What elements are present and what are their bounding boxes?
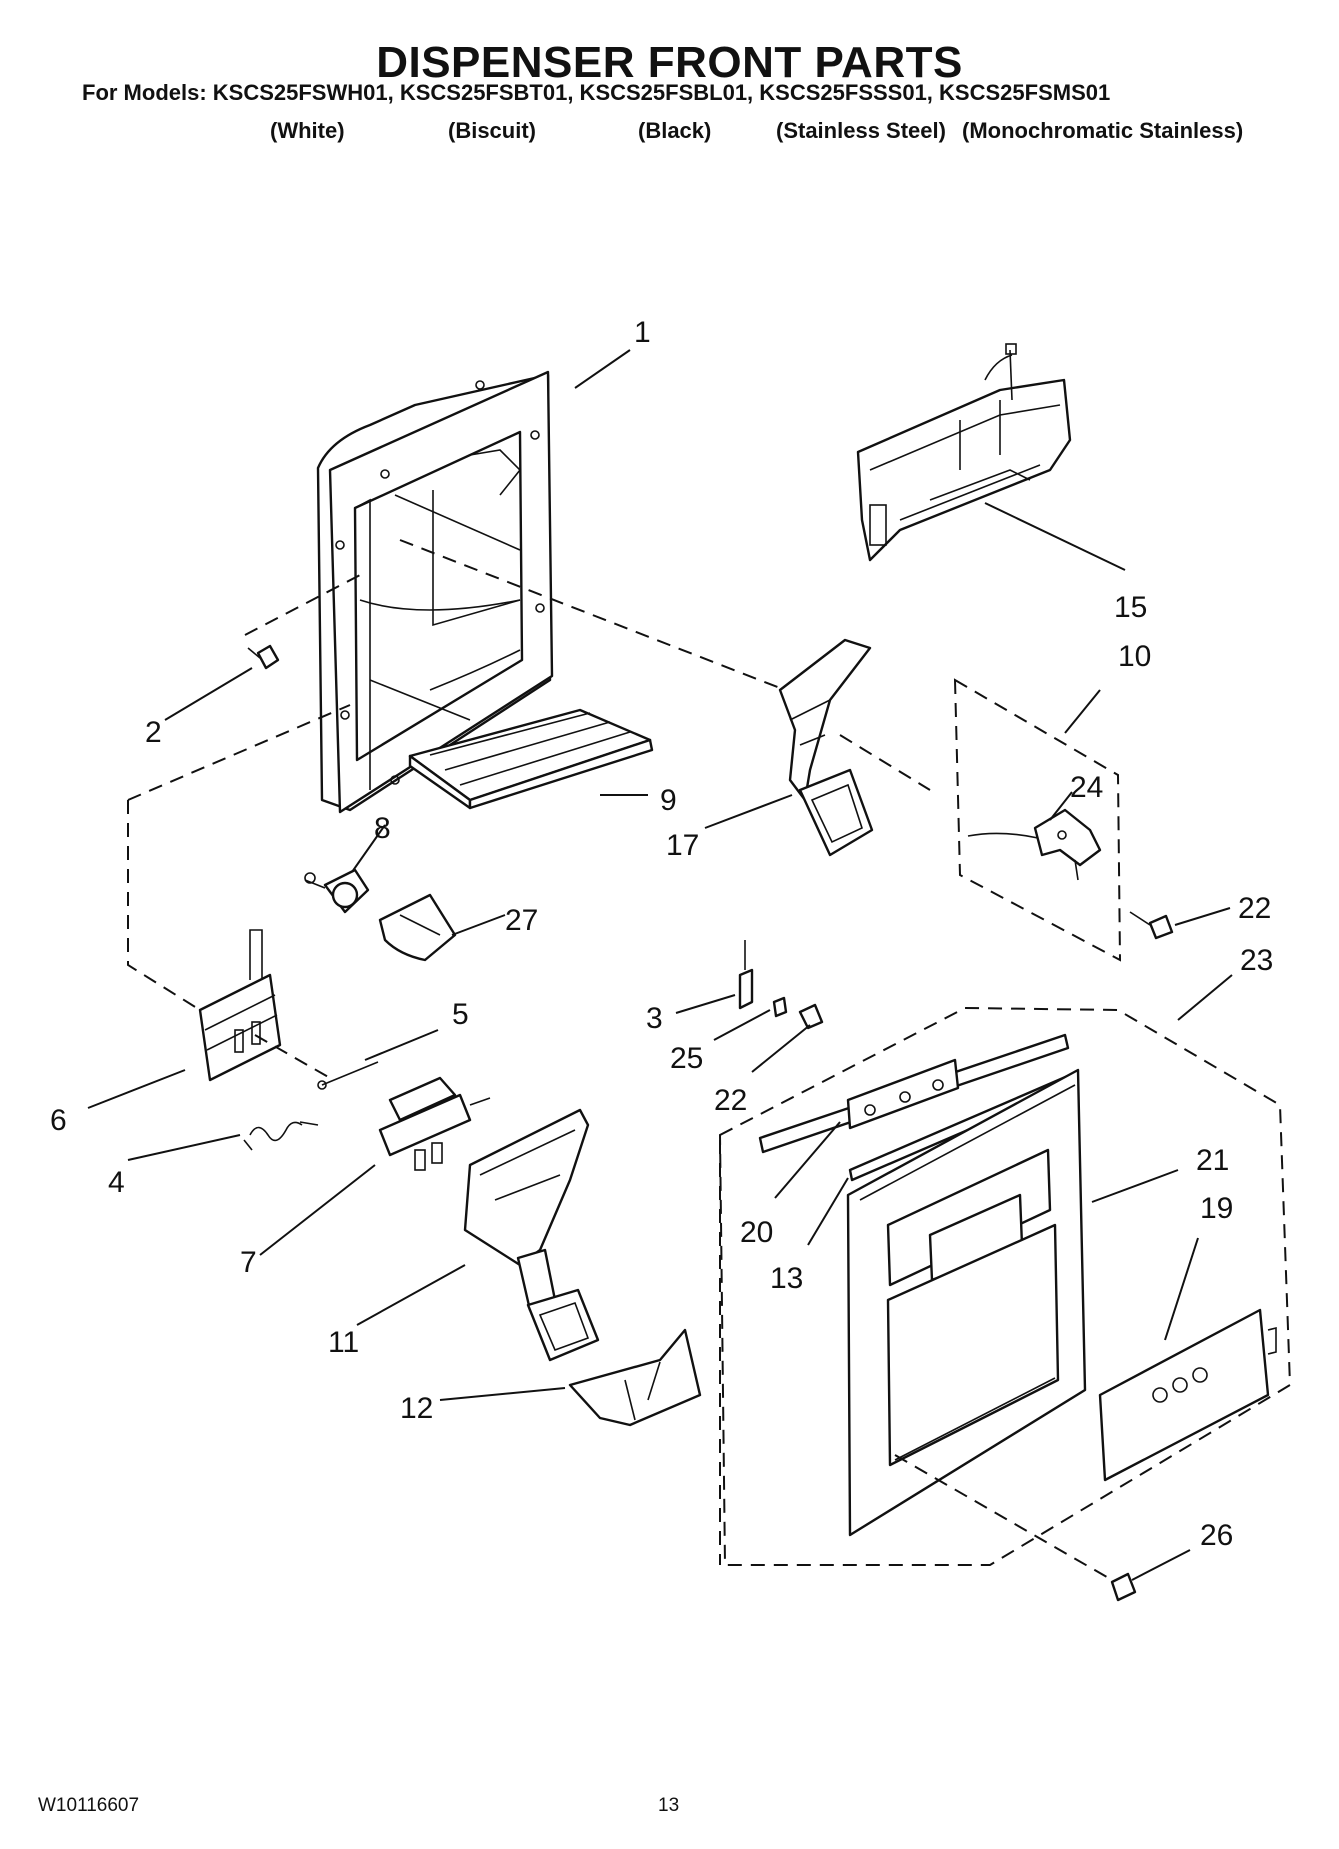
callout-17: 17 — [666, 829, 699, 862]
callout-15: 15 — [1114, 591, 1147, 624]
variant-biscuit: (Biscuit) — [448, 118, 536, 143]
callout-labels: 1 2 3 4 5 6 7 8 9 10 11 12 13 15 17 19 2… — [50, 316, 1273, 1552]
callout-3: 3 — [646, 1002, 663, 1035]
callout-20: 20 — [740, 1216, 773, 1249]
page-number: 13 — [658, 1795, 680, 1816]
callout-10: 10 — [1118, 640, 1151, 673]
part-25-spacer — [772, 996, 788, 1018]
part-4-spring — [243, 1121, 319, 1151]
callout-2: 2 — [145, 716, 162, 749]
part-8-solenoid — [304, 868, 370, 914]
part-12-ice-chute — [568, 1328, 702, 1427]
part-9-drip-tray — [408, 708, 654, 810]
callout-4: 4 — [108, 1166, 125, 1199]
part-6-actuator — [198, 929, 282, 1082]
part-20-trim-strip — [758, 1033, 1070, 1154]
callout-9: 9 — [660, 784, 677, 817]
part-1-housing-frame — [316, 370, 554, 814]
document-number: W10116607 — [38, 1795, 140, 1816]
callout-23: 23 — [1240, 944, 1273, 977]
part-11-ice-lever — [463, 1108, 600, 1362]
variant-stainless-steel: (Stainless Steel) — [776, 118, 946, 143]
part-3-switch — [738, 940, 754, 1010]
part-19-control-panel — [1098, 1308, 1277, 1482]
callout-21: 21 — [1196, 1144, 1229, 1177]
callout-13: 13 — [770, 1262, 803, 1295]
part-5-pin — [317, 1061, 379, 1090]
callout-26: 26 — [1200, 1519, 1233, 1552]
callout-24: 24 — [1070, 771, 1103, 804]
leader-lines — [87, 349, 1233, 1581]
variant-black: (Black) — [638, 118, 712, 143]
part-26-screw — [1110, 1572, 1137, 1602]
part-21-front-panel — [846, 1068, 1087, 1537]
callout-1: 1 — [634, 316, 651, 349]
callout-5: 5 — [452, 998, 469, 1031]
models-line: For Models: KSCS25FSWH01, KSCS25FSBT01, … — [82, 80, 1111, 105]
callout-7: 7 — [240, 1246, 257, 1279]
part-22-screw-right — [1129, 911, 1174, 940]
part-2-screw — [247, 644, 280, 670]
part-15-control-module — [856, 343, 1072, 562]
callout-22-right: 22 — [1238, 892, 1271, 925]
callout-22-center: 22 — [714, 1084, 747, 1117]
part-10-switch-group — [953, 678, 1122, 962]
variant-white: (White) — [270, 118, 345, 143]
callout-19: 19 — [1200, 1192, 1233, 1225]
callout-11: 11 — [328, 1326, 359, 1359]
part-22-screw-center — [798, 1003, 824, 1030]
part-7-bracket — [378, 1076, 491, 1171]
part-27-cover — [378, 893, 457, 962]
page-title: DISPENSER FRONT PARTS — [376, 38, 963, 87]
part-17-water-lever — [778, 638, 874, 857]
callout-6: 6 — [50, 1104, 67, 1137]
callout-25: 25 — [670, 1042, 703, 1075]
assembly-lines — [127, 539, 1113, 1581]
part-23-front-group — [718, 1006, 1292, 1566]
variant-monochromatic-stainless: (Monochromatic Stainless) — [962, 118, 1244, 143]
callout-12: 12 — [400, 1392, 433, 1425]
callout-8: 8 — [374, 812, 391, 845]
callout-27: 27 — [505, 904, 538, 937]
